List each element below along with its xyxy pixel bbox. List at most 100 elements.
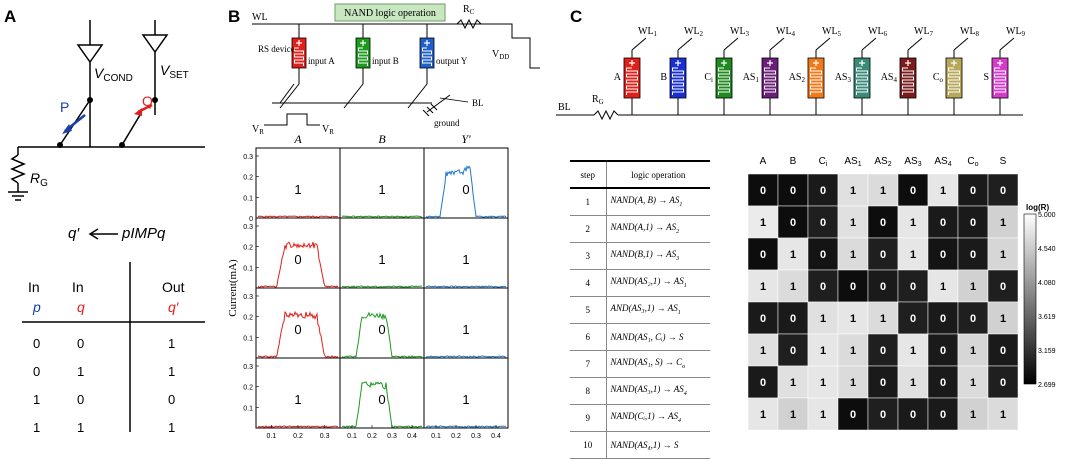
output-y-label: output Y [436,56,468,66]
step-number: 9 [570,404,607,432]
buffer-icon [141,34,169,54]
heatmap-cell [747,173,779,207]
nand-label: NAND logic operation [344,8,436,19]
heatmap-cell [837,205,869,239]
heatmap-value: 1 [1000,217,1006,229]
device-label: AS1 [743,72,760,84]
current-trace [425,355,507,358]
heatmap-cell [837,301,869,335]
word-line-label: WL7 [914,26,934,38]
step-operation: NAND(AS₁, S) → Co [606,350,710,378]
heatmap-cell [927,205,959,239]
y-tick-label: 0.1 [243,405,253,412]
step-operation: NAND(Cᵢ,1) → AS4 [606,404,710,432]
logic-state-label: 1 [462,252,469,267]
heatmap-value: 0 [760,185,766,197]
y-tick-label: 0.1 [243,265,253,272]
rs-device-icon [355,37,371,69]
y-tick-label: 0.2 [243,315,253,322]
heatmap-cell [777,301,809,335]
heatmap-cell [987,365,1019,399]
heatmap-value: 0 [970,313,976,325]
device-label: AS3 [835,72,852,84]
truth-symbol-qprime: q′ [168,299,180,315]
heatmap-value: 0 [880,281,886,293]
column-title: B [378,132,386,146]
truth-cell: 1 [168,420,175,435]
truth-cell: 0 [77,392,84,407]
heatmap-value: 0 [1000,377,1006,389]
vr-label-1: VR [252,124,264,136]
heatmap-value: 1 [820,409,826,421]
word-line-label: WL8 [960,26,980,38]
panel-b: B WL NAND logic operation RC VDD RS devi… [222,0,542,454]
step-operation: NAND(AS₁, Cᵢ) → S [606,323,710,351]
logic-state-label: 0 [378,322,385,337]
heatmap-value: 1 [850,313,856,325]
heatmap-value: 1 [970,345,976,357]
step-operation: AND(AS₃,1) → AS1 [606,296,710,324]
truth-symbol-p: p [32,299,41,315]
y-tick-label: 0.1 [243,335,253,342]
rs-device-icon [853,57,871,99]
heatmap-cell [867,333,899,367]
truth-cell: 1 [77,364,84,379]
logic-state-label: 1 [462,392,469,407]
heatmap-value: 0 [970,185,976,197]
y-tick-label: 0.2 [243,245,253,252]
heatmap-value: 1 [820,345,826,357]
heatmap-value: 1 [910,217,916,229]
truth-cell: 0 [168,392,175,407]
heatmap-value: 1 [940,281,946,293]
x-tick-label: 0.1 [347,433,357,440]
heatmap-cell [807,333,839,367]
logic-state-label: 1 [378,252,385,267]
heatmap-cell [807,269,839,303]
current-trace [341,215,423,218]
heatmap-cell [837,237,869,271]
heatmap-value: 0 [910,409,916,421]
heatmap-cell [987,173,1019,207]
heatmap-value: 0 [910,281,916,293]
heatmap-cell [987,397,1019,431]
heatmap-cell [987,237,1019,271]
word-line-label: WL1 [638,26,658,38]
step-header: step [570,160,607,189]
word-line-label: WL4 [776,26,796,38]
resistor-icon [10,154,26,184]
current-trace [341,285,423,288]
colorbar [1023,213,1037,385]
heatmap-value: 1 [1000,409,1006,421]
heatmap-cell [987,333,1019,367]
colorbar-tick-label: 5.000 [1038,212,1056,219]
x-tick-label: 0.2 [293,433,303,440]
heatmap-value: 0 [940,217,946,229]
logic-state-label: 0 [294,252,301,267]
heatmap-value: 1 [790,377,796,389]
device-label: S [983,72,989,83]
word-line-label: WL2 [684,26,704,38]
y-tick-label: 0.1 [243,195,253,202]
heatmap-value: 0 [940,345,946,357]
heatmap-value: 0 [880,249,886,261]
heatmap-cell [867,173,899,207]
rs-device-icon [991,57,1009,99]
input-b-label: input B [372,56,399,66]
heatmap-value: 0 [790,185,796,197]
step-number: 3 [570,242,607,270]
column-title: Y' [461,132,471,146]
heatmap-cell [807,301,839,335]
rs-device-icon [807,57,825,99]
logic-state-label: 1 [294,392,301,407]
heatmap-value: 0 [970,217,976,229]
panel-b-figure: B WL NAND logic operation RC VDD RS devi… [227,3,540,454]
heatmap-cell [987,301,1019,335]
heatmap-value: 1 [970,409,976,421]
current-trace [425,425,507,428]
